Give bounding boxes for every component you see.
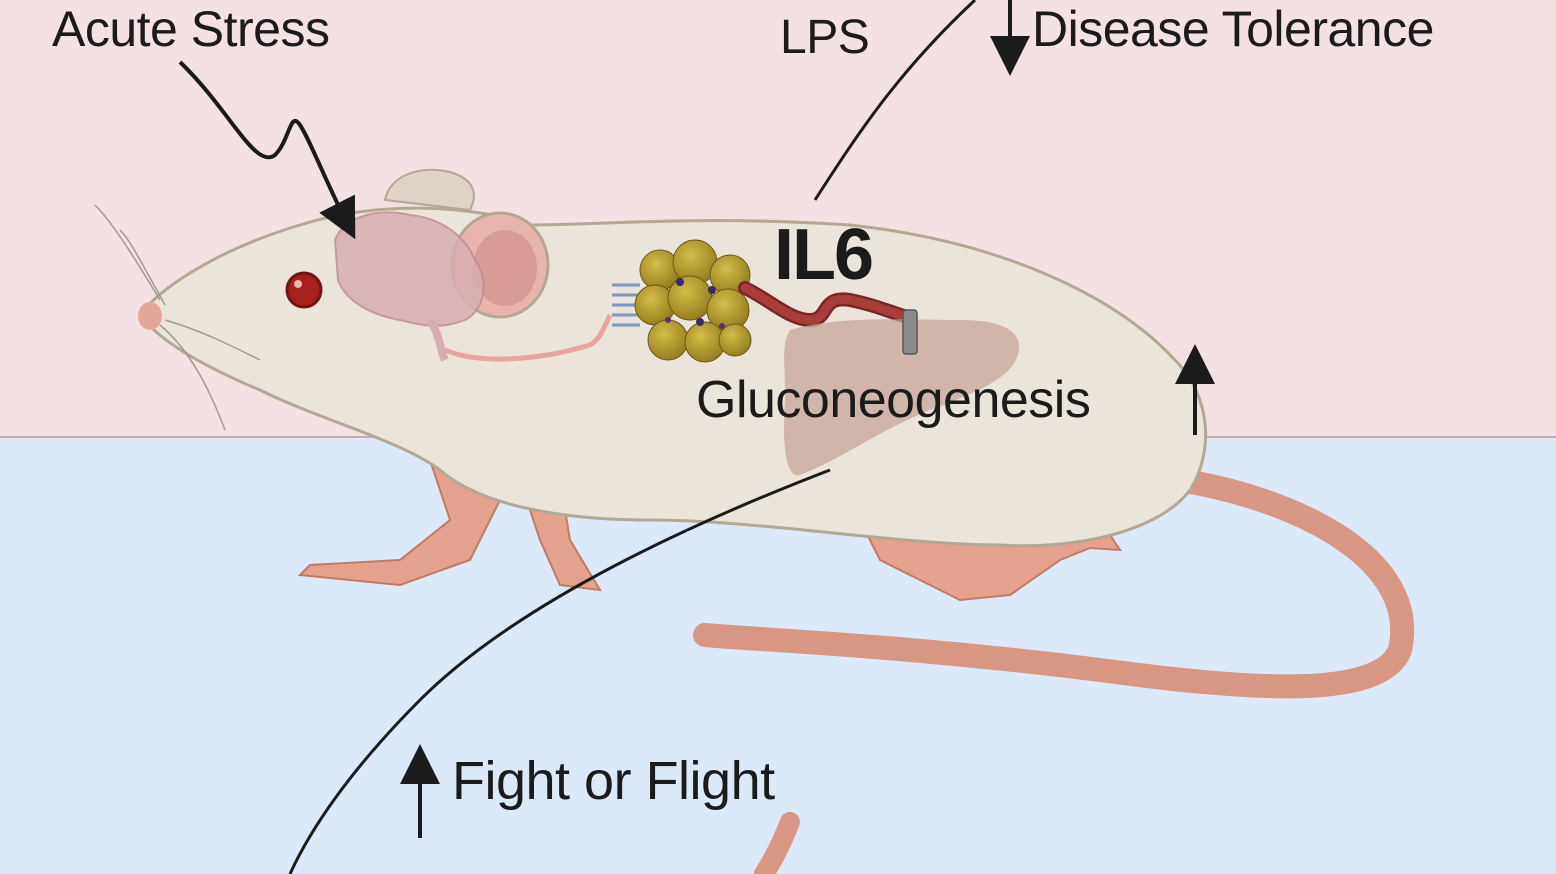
- whiskers: [94, 204, 261, 431]
- liver-vessel: [902, 309, 918, 355]
- disease-tolerance-label: Disease Tolerance: [1032, 1, 1434, 57]
- nerve-icon: [444, 313, 613, 362]
- lps-curve: [813, 0, 977, 201]
- fight-flight-curve: [288, 468, 831, 874]
- mouse-ear-back: [383, 168, 475, 212]
- brown-adipose-icon: [634, 239, 752, 363]
- acute-stress-label: Acute Stress: [52, 1, 330, 57]
- acute-stress-arrow: [178, 60, 356, 240]
- gluconeogenesis-label: Gluconeogenesis: [696, 371, 1091, 429]
- lps-label: LPS: [780, 11, 870, 64]
- fight-or-flight-label: Fight or Flight: [452, 751, 775, 811]
- mouse-eye: [285, 271, 323, 309]
- liver-icon: [783, 319, 1020, 476]
- brain-icon: [333, 211, 485, 327]
- il6-label: IL6: [774, 215, 874, 295]
- mouse-tail: [693, 468, 1415, 699]
- mouse-tail-2: [754, 812, 800, 874]
- mouse-nose: [138, 302, 162, 330]
- mouse-front-leg: [297, 457, 502, 587]
